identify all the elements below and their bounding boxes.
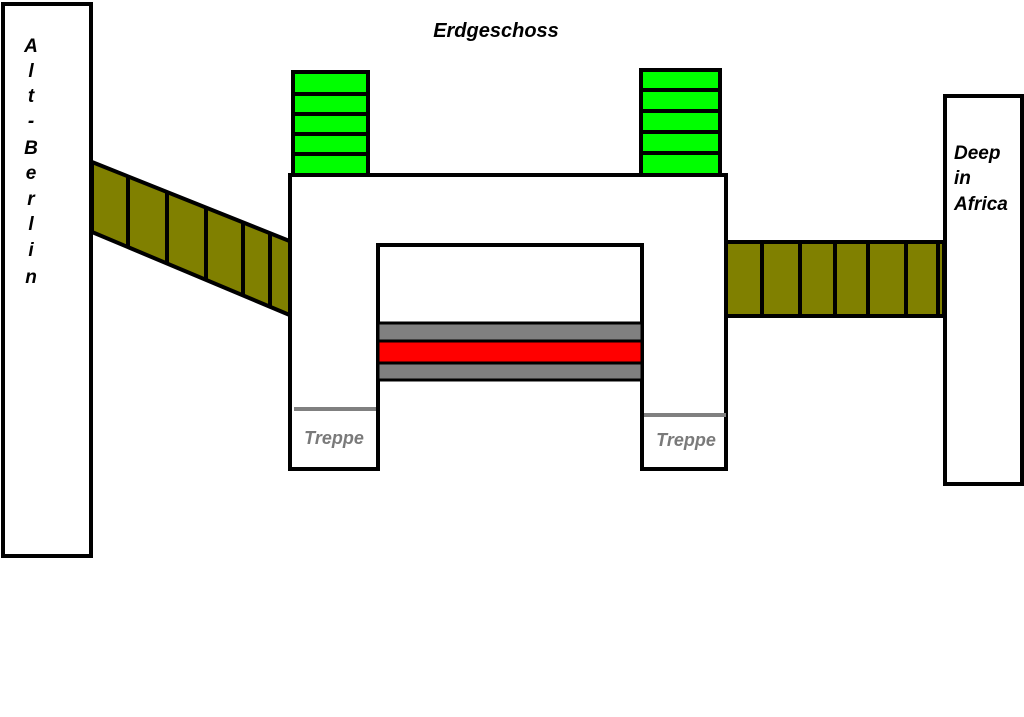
- alt-berlin-letter: A: [23, 36, 38, 57]
- alt-berlin-letter: i: [28, 240, 34, 261]
- africa-label-line: Africa: [953, 194, 1008, 215]
- stairwell-right: Treppe: [644, 413, 726, 450]
- alt-berlin-letter: r: [27, 189, 36, 210]
- africa-label-line: Deep: [954, 143, 1000, 164]
- stairwell-left-label: Treppe: [304, 428, 364, 448]
- green-stairs-left-frame: [291, 70, 370, 177]
- alt-berlin-letter: B: [24, 138, 38, 159]
- building-deep-in-africa: [943, 94, 1024, 486]
- stairwell-left: Treppe: [294, 407, 376, 448]
- alt-berlin-letter: n: [25, 267, 37, 288]
- right-bridge: [724, 240, 946, 318]
- left-bridge-deck: [90, 160, 294, 318]
- courtyard-gap: [380, 466, 640, 474]
- stairwell-right-label: Treppe: [656, 430, 716, 450]
- alt-berlin-letter: -: [28, 111, 34, 132]
- green-stairs-right-frame: [639, 68, 722, 177]
- diagram-title: Erdgeschoss: [433, 20, 559, 42]
- building-alt-berlin: [1, 2, 93, 558]
- gray-bar-top: [376, 321, 644, 343]
- central-passage: [376, 321, 644, 382]
- alt-berlin-label: A l t - B e r l i n: [23, 36, 38, 288]
- deep-in-africa-label: Deep in Africa: [953, 143, 1008, 215]
- green-stairs-left: [291, 70, 370, 177]
- red-bar: [376, 339, 644, 365]
- green-stairs-right: [639, 68, 722, 177]
- alt-berlin-letter: t: [28, 86, 35, 107]
- alt-berlin-letter: l: [28, 61, 34, 82]
- africa-label-line: in: [954, 168, 971, 189]
- alt-berlin-letter: e: [26, 163, 37, 184]
- gray-bar-bottom: [376, 361, 644, 382]
- left-bridge: [90, 160, 294, 318]
- alt-berlin-letter: l: [28, 214, 34, 235]
